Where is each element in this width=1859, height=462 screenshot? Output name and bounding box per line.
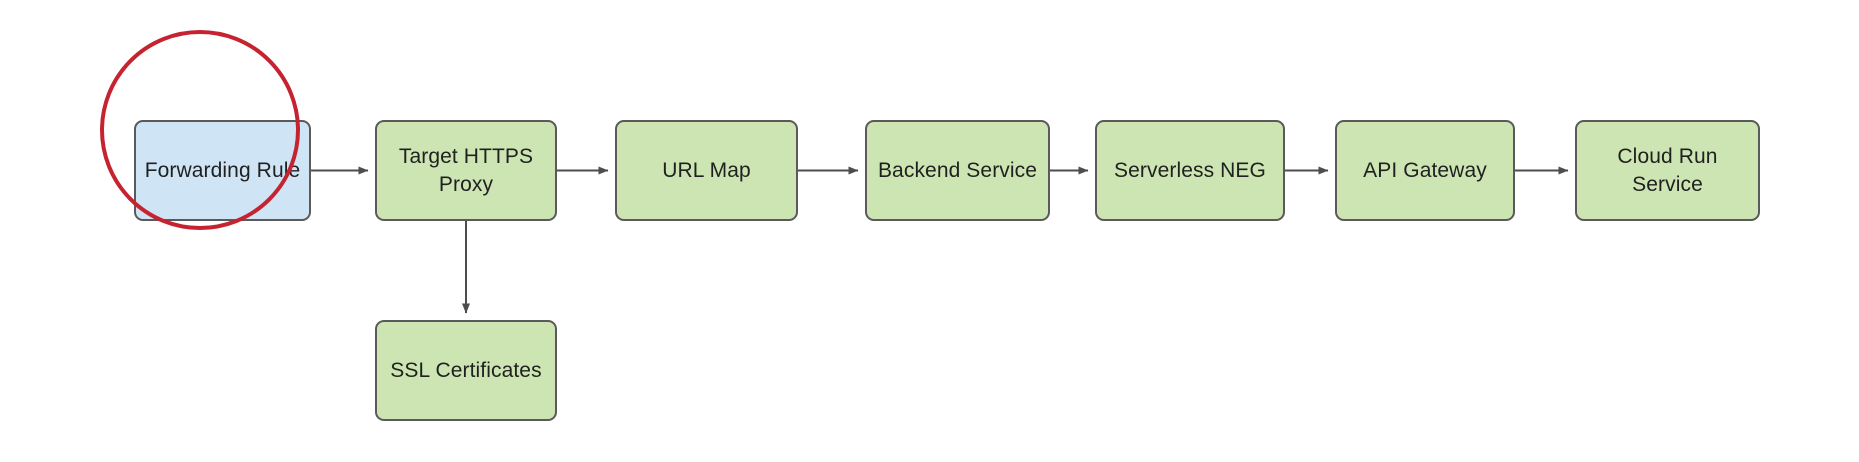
node-serverless-neg[interactable]: Serverless NEG bbox=[1095, 120, 1285, 221]
node-backend-service[interactable]: Backend Service bbox=[865, 120, 1050, 221]
node-api-gateway[interactable]: API Gateway bbox=[1335, 120, 1515, 221]
node-target-https-proxy[interactable]: Target HTTPS Proxy bbox=[375, 120, 557, 221]
node-cloud-run-service[interactable]: Cloud Run Service bbox=[1575, 120, 1760, 221]
node-ssl-certificates[interactable]: SSL Certificates bbox=[375, 320, 557, 421]
node-forwarding-rule[interactable]: Forwarding Rule bbox=[134, 120, 311, 221]
node-url-map[interactable]: URL Map bbox=[615, 120, 798, 221]
